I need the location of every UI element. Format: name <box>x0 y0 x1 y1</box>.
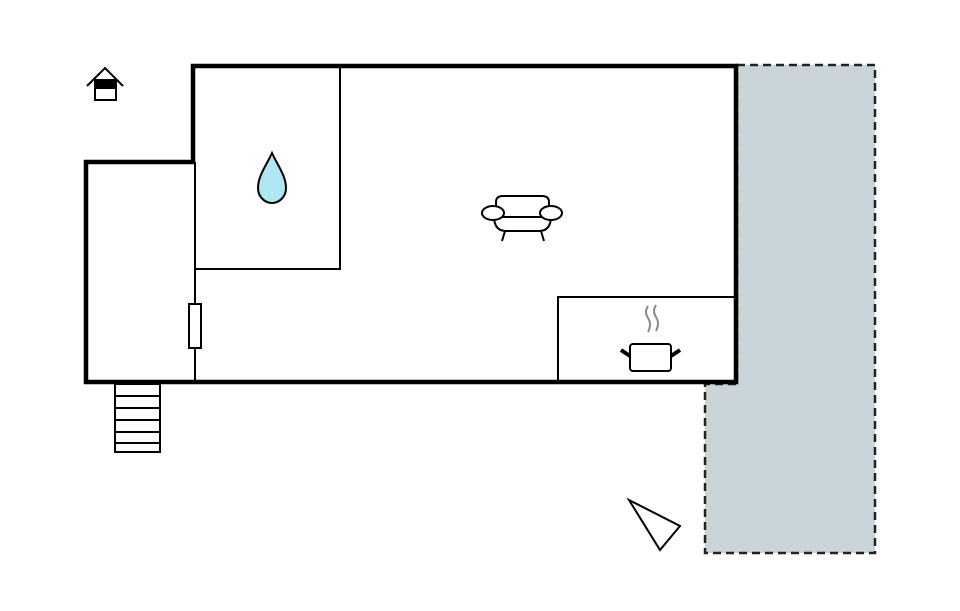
terrace <box>703 63 877 555</box>
house-entrance-icon <box>86 66 124 101</box>
cooking-pot-icon <box>619 304 682 372</box>
interior-walls <box>194 66 735 382</box>
sofa-icon <box>481 195 563 242</box>
outer-walls <box>83 63 739 385</box>
kitchen-wall <box>557 296 735 382</box>
door-icon <box>188 303 202 349</box>
bathroom-wall <box>195 66 341 270</box>
compass-north-icon <box>626 497 682 552</box>
water-drop-icon <box>256 150 288 205</box>
stairs-icon <box>114 383 161 453</box>
